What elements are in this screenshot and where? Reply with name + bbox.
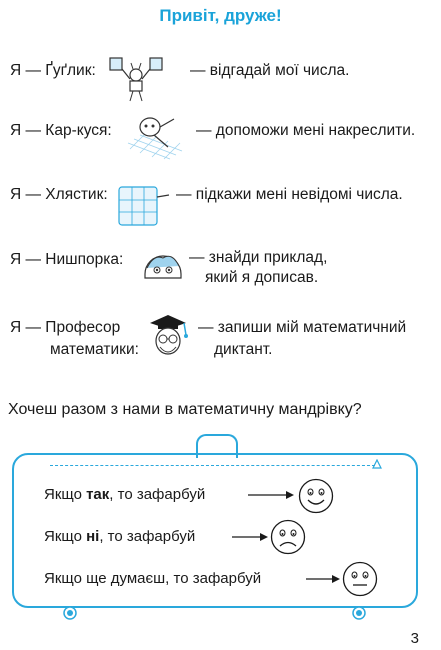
suitcase-wheel-right bbox=[352, 606, 366, 620]
arrow-right-icon bbox=[306, 575, 340, 583]
smile-face-icon[interactable] bbox=[298, 478, 334, 514]
intro-professor-name-2: математики: bbox=[50, 341, 139, 358]
intro-nyshporka-name: Я — Нишпорка: bbox=[10, 251, 124, 268]
intro-karkusya-desc: — допоможи мені накреслити. bbox=[196, 122, 416, 139]
neutral-face-icon[interactable] bbox=[342, 561, 378, 597]
intro-guglyk-name: Я — Ґуґлик: bbox=[10, 62, 96, 79]
option-yes-text: Якщо так, то зафарбуй bbox=[44, 486, 206, 503]
intro-khlyastyk-name: Я — Хлястик: bbox=[10, 186, 108, 203]
guglyk-character-icon bbox=[109, 57, 163, 102]
arrow-right-icon bbox=[248, 491, 294, 499]
karkusya-character-icon bbox=[127, 117, 183, 160]
khlyastyk-character-icon bbox=[118, 186, 170, 226]
intro-professor-name-1: Я — Професор bbox=[10, 319, 121, 336]
page-title: Привіт, друже! bbox=[159, 6, 282, 25]
intro-professor-desc-1: — запиши мій математичний bbox=[198, 319, 407, 336]
option-thinking-text: Якщо ще думаєш, то зафарбуй bbox=[44, 570, 262, 587]
intro-professor-desc-2: диктант. bbox=[214, 341, 273, 358]
intro-karkusya-name: Я — Кар-куся: bbox=[10, 122, 112, 139]
intro-nyshporka-desc-1: — знайди приклад, bbox=[189, 249, 328, 266]
professor-character-icon bbox=[150, 315, 188, 355]
intro-khlyastyk-desc: — підкажи мені невідомі числа. bbox=[176, 186, 403, 203]
suitcase-frame bbox=[12, 453, 418, 608]
trip-question: Хочеш разом з нами в математичну мандрів… bbox=[8, 401, 362, 418]
dashed-line bbox=[50, 465, 375, 466]
nyshporka-character-icon bbox=[144, 255, 182, 279]
triangle-marker-icon bbox=[372, 459, 382, 469]
arrow-right-icon bbox=[232, 533, 268, 541]
option-no-text: Якщо ні, то зафарбуй bbox=[44, 528, 196, 545]
page-number: 3 bbox=[410, 630, 419, 647]
intro-guglyk-desc: — відгадай мої числа. bbox=[190, 62, 350, 79]
sad-face-icon[interactable] bbox=[270, 519, 306, 555]
intro-nyshporka-desc-2: який я дописав. bbox=[205, 269, 319, 286]
suitcase-wheel-left bbox=[63, 606, 77, 620]
